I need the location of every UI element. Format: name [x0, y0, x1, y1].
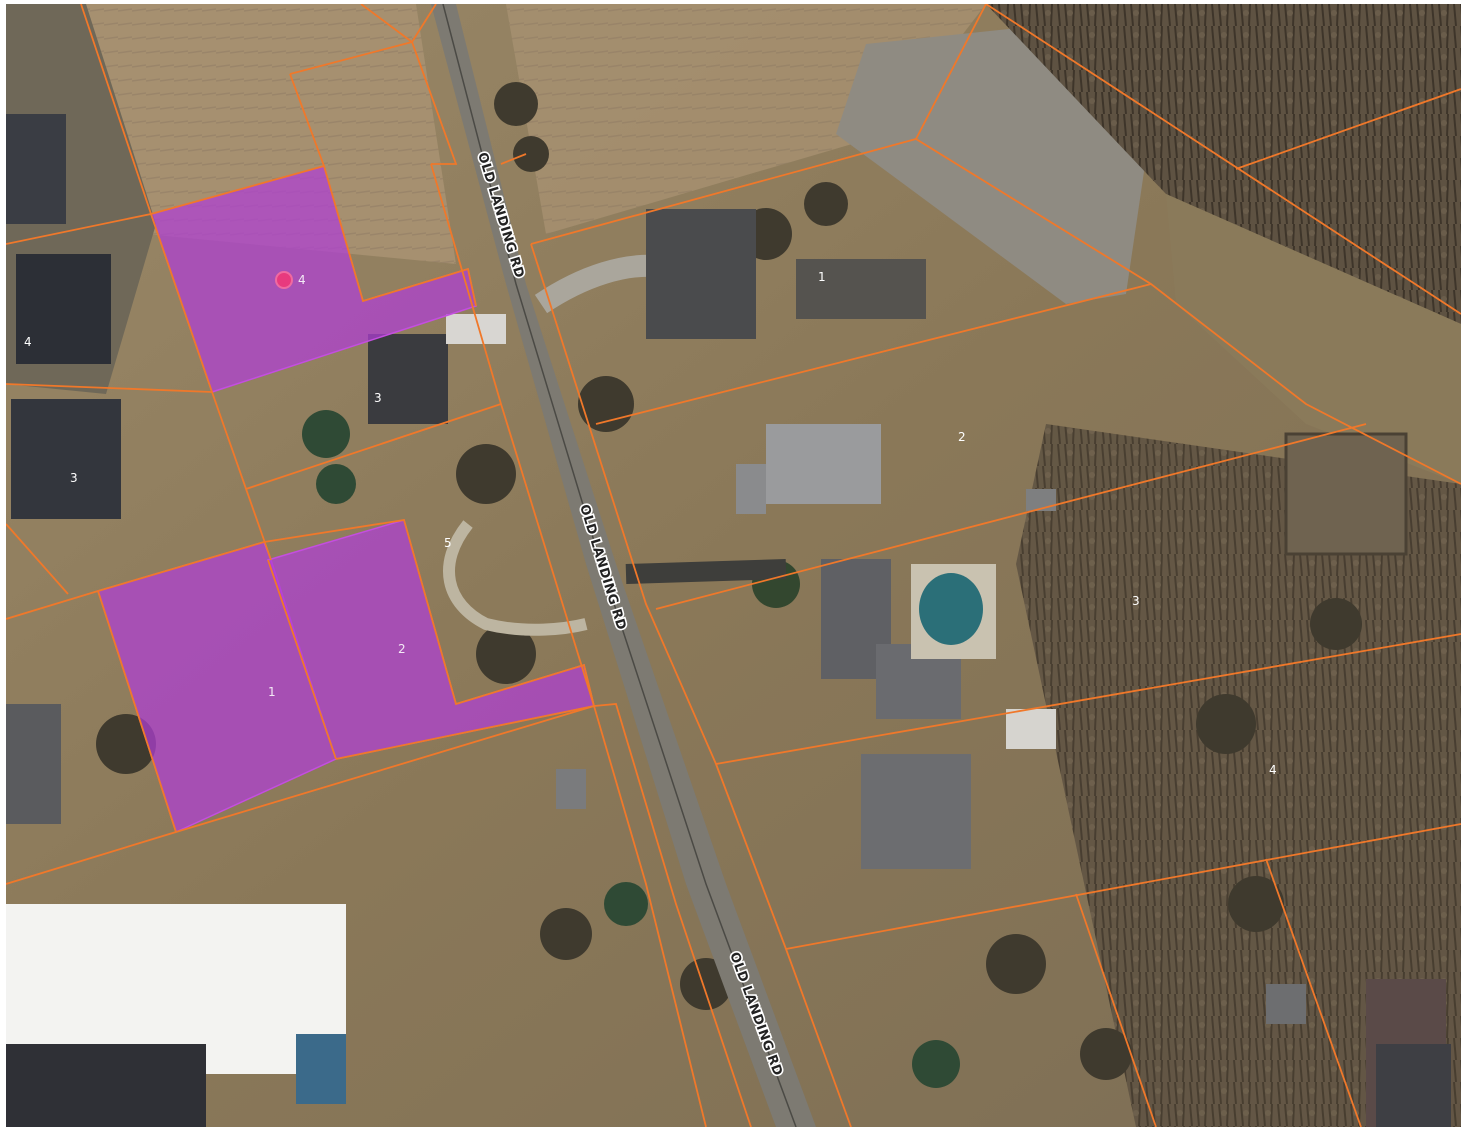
- woodland: [1016, 424, 1461, 1127]
- aerial-map[interactable]: 4 4 3 3 5 1 2 1 2 3 4 OLD LANDING RD OLD…: [6, 4, 1461, 1127]
- old-landing-road: [431, 4, 816, 1127]
- lot-number-label: 3: [374, 391, 382, 405]
- lot-number-label: 4: [24, 335, 32, 349]
- lot-number-label: 3: [70, 471, 78, 485]
- lot-number-label: 4: [298, 273, 306, 287]
- lot-number-label: 5: [444, 536, 452, 550]
- lawn: [1166, 194, 1461, 484]
- lot-number-label: 1: [818, 270, 826, 284]
- buildings: [6, 114, 1451, 1127]
- lot-number-label: 1: [268, 685, 276, 699]
- lot-number-label: 2: [958, 430, 966, 444]
- woodland: [986, 4, 1461, 324]
- parcel-boundaries: [6, 4, 1461, 1127]
- point-marker-icon[interactable]: [275, 271, 293, 289]
- tree-clusters: [96, 82, 1362, 1088]
- driveway: [443, 520, 588, 636]
- field-area: [86, 4, 456, 264]
- lot-number-label: 2: [398, 642, 406, 656]
- lot-number-label: 3: [1132, 594, 1140, 608]
- lot-number-label: 4: [1269, 763, 1277, 777]
- driveway: [534, 254, 657, 314]
- map-canvas[interactable]: 4 4 3 3 5 1 2 1 2 3 4 OLD LANDING RD OLD…: [6, 4, 1461, 1127]
- road-centerline: [442, 4, 797, 1127]
- driveway: [625, 559, 787, 584]
